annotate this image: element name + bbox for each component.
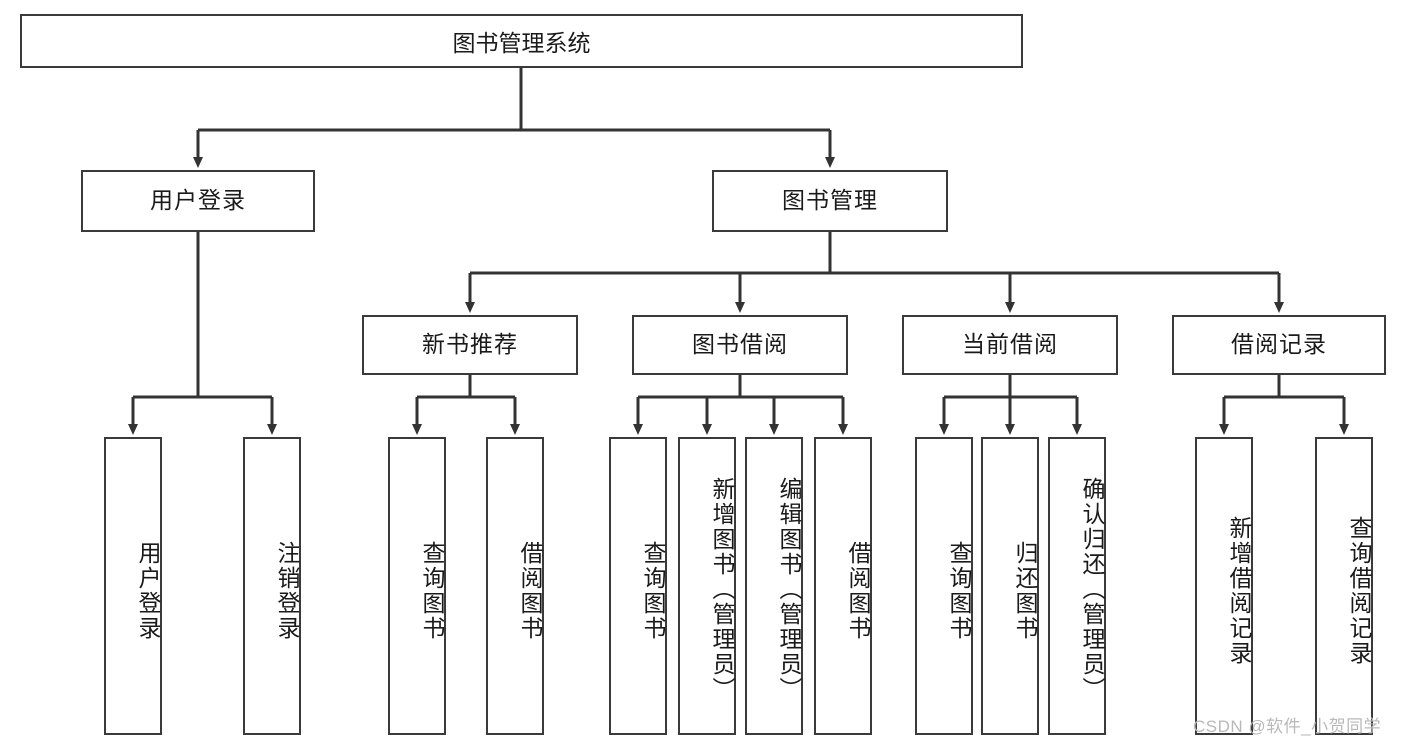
- node-leaf-query-book-1-label: 查询图书: [419, 541, 445, 641]
- node-new-book-rec-label: 新书推荐: [422, 331, 518, 358]
- node-root-label: 图书管理系统: [452, 30, 591, 56]
- node-leaf-confirm-return[interactable]: 确认归还（管理员）: [1048, 437, 1106, 735]
- node-leaf-user-login[interactable]: 用户登录: [104, 437, 162, 735]
- node-root[interactable]: 图书管理系统: [20, 14, 1023, 68]
- node-leaf-add-record[interactable]: 新增借阅记录: [1195, 437, 1253, 735]
- node-leaf-borrow-book-2[interactable]: 借阅图书: [814, 437, 872, 735]
- node-leaf-add-book[interactable]: 新增图书（管理员）: [678, 437, 736, 735]
- node-leaf-confirm-return-label: 确认归还（管理员）: [1079, 476, 1105, 702]
- node-leaf-edit-book[interactable]: 编辑图书（管理员）: [745, 437, 803, 735]
- node-leaf-query-book-2-label: 查询图书: [640, 541, 666, 641]
- node-leaf-return-book-label: 归还图书: [1012, 541, 1038, 641]
- node-new-book-rec[interactable]: 新书推荐: [362, 315, 578, 375]
- node-leaf-user-login-label: 用户登录: [135, 541, 161, 641]
- node-leaf-edit-book-label: 编辑图书（管理员）: [776, 476, 802, 702]
- node-leaf-add-book-label: 新增图书（管理员）: [709, 476, 735, 702]
- node-user-login[interactable]: 用户登录: [81, 170, 315, 232]
- node-leaf-logout[interactable]: 注销登录: [243, 437, 301, 735]
- node-current-borrow-label: 当前借阅: [962, 331, 1058, 358]
- node-leaf-query-book-2[interactable]: 查询图书: [609, 437, 667, 735]
- node-borrow-record[interactable]: 借阅记录: [1172, 315, 1386, 375]
- node-borrow-record-label: 借阅记录: [1231, 331, 1327, 358]
- node-user-login-label: 用户登录: [150, 187, 246, 214]
- node-leaf-logout-label: 注销登录: [274, 541, 300, 641]
- node-leaf-query-book-3[interactable]: 查询图书: [915, 437, 973, 735]
- node-leaf-query-book-3-label: 查询图书: [946, 541, 972, 641]
- node-leaf-query-record[interactable]: 查询借阅记录: [1315, 437, 1373, 735]
- node-leaf-borrow-book-1[interactable]: 借阅图书: [486, 437, 544, 735]
- node-book-mgmt[interactable]: 图书管理: [712, 170, 948, 232]
- node-leaf-borrow-book-1-label: 借阅图书: [517, 541, 543, 641]
- node-leaf-add-record-label: 新增借阅记录: [1226, 516, 1252, 666]
- node-leaf-return-book[interactable]: 归还图书: [981, 437, 1039, 735]
- node-book-mgmt-label: 图书管理: [782, 187, 878, 214]
- node-leaf-query-book-1[interactable]: 查询图书: [388, 437, 446, 735]
- node-leaf-query-record-label: 查询借阅记录: [1346, 516, 1372, 666]
- node-book-borrow[interactable]: 图书借阅: [632, 315, 848, 375]
- csdn-watermark: CSDN @软件_小贺同学: [1193, 717, 1382, 736]
- node-current-borrow[interactable]: 当前借阅: [902, 315, 1118, 375]
- node-leaf-borrow-book-2-label: 借阅图书: [845, 541, 871, 641]
- node-book-borrow-label: 图书借阅: [692, 331, 788, 358]
